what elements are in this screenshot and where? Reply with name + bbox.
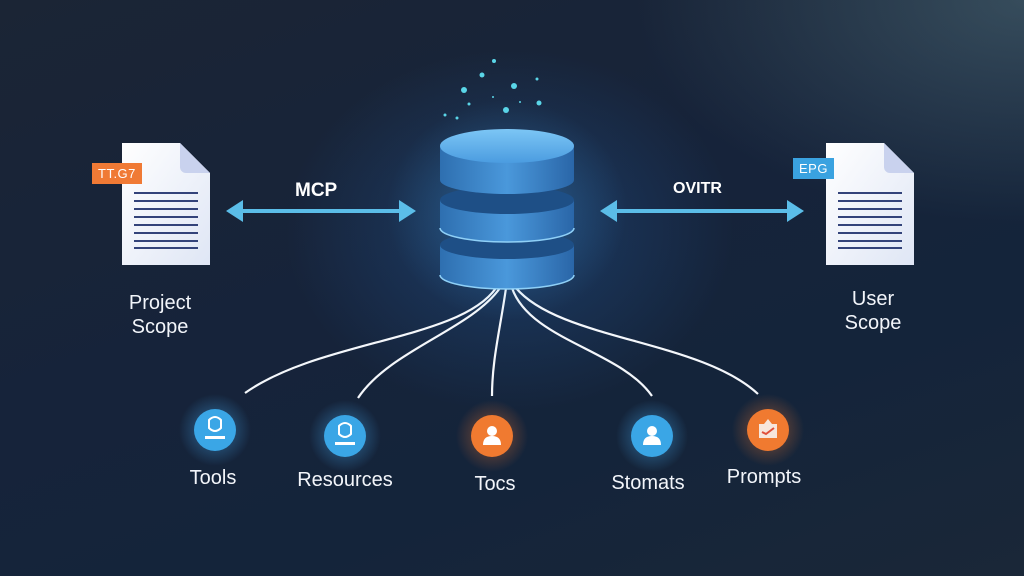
node-label-tools: Tools (189, 467, 237, 489)
project-doc-tag: TT.G7 (92, 163, 142, 184)
node-label-resources: Resources (297, 469, 393, 491)
tool-icon (205, 416, 225, 439)
project-scope-document-icon (122, 143, 210, 265)
node-label-stomats: Stomats (611, 472, 685, 494)
node-resources[interactable] (309, 400, 381, 472)
user-scope-document-icon (826, 143, 914, 265)
resource-icon (335, 422, 355, 445)
node-tocs[interactable] (456, 400, 528, 472)
user-doc-tag: EPG (793, 158, 834, 179)
node-label-prompts: Prompts (726, 466, 802, 488)
user-scope-line1: User (851, 288, 895, 310)
node-prompts[interactable] (732, 394, 804, 466)
project-scope-label: Project Scope (110, 291, 210, 339)
node-stomats[interactable] (616, 400, 688, 472)
project-scope-line1: Project (128, 292, 192, 314)
mcp-link-label: MCP (295, 180, 338, 201)
project-scope-line2: Scope (131, 316, 189, 338)
right-bidirectional-arrow (600, 200, 804, 222)
user-scope-line2: Scope (844, 312, 902, 334)
prompt-icon (759, 419, 777, 438)
user-icon (643, 426, 661, 445)
left-bidirectional-arrow (226, 200, 416, 222)
right-link-label: OVITR (673, 180, 722, 197)
database-icon (439, 129, 575, 290)
user-icon (483, 426, 501, 445)
node-tools[interactable] (179, 394, 251, 466)
node-label-tocs: Tocs (474, 473, 516, 495)
user-scope-label: User Scope (823, 287, 923, 335)
